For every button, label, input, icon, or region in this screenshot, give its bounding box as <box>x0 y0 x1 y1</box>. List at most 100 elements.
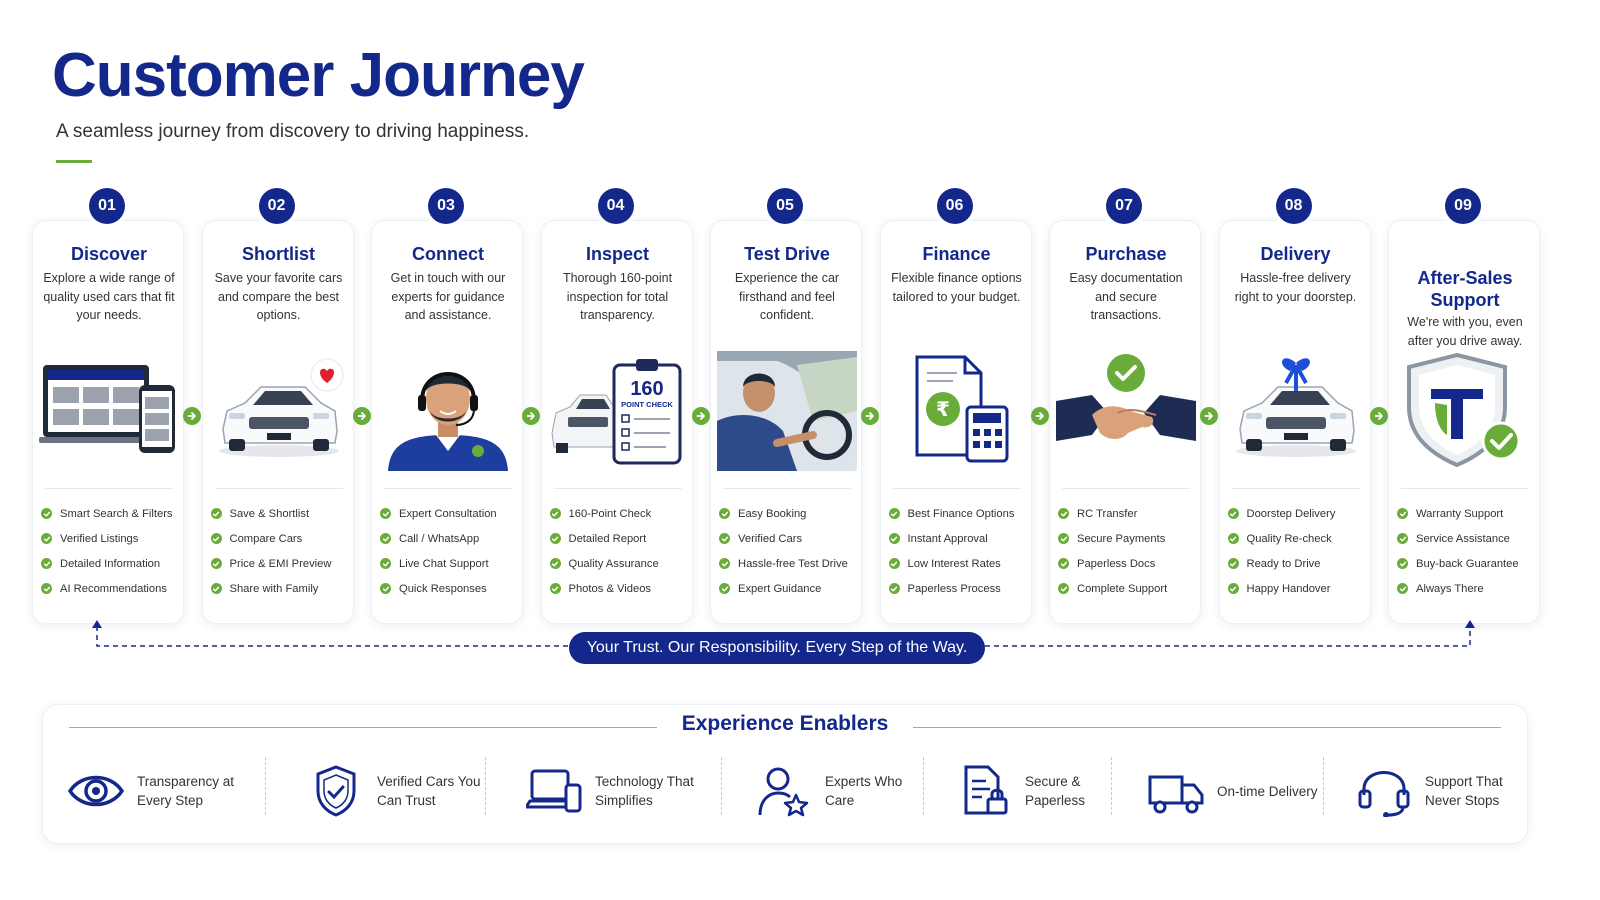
feature-label: Quick Responses <box>399 582 487 595</box>
check-icon <box>1058 583 1069 594</box>
feature-item: Happy Handover <box>1227 576 1370 601</box>
step-number-badge: 09 <box>1445 188 1481 224</box>
feature-label: RC Transfer <box>1077 507 1138 520</box>
feature-label: Paperless Process <box>907 582 1001 595</box>
experience-enablers-panel: Experience Enablers Transparency at Ever… <box>42 704 1528 844</box>
enabler-separator <box>1323 757 1324 815</box>
feature-label: Buy-back Guarantee <box>1416 557 1519 570</box>
step-title: Purchase <box>1085 244 1167 264</box>
step-arrow-icon <box>1200 407 1218 425</box>
enabler-label: Experts Who Care <box>825 774 903 808</box>
feature-item: Expert Guidance <box>719 576 861 601</box>
step-description: Flexible finance options tailored to you… <box>891 271 1022 304</box>
document-lock-icon <box>955 765 1013 817</box>
step-number-badge: 05 <box>767 188 803 224</box>
feature-label: Low Interest Rates <box>907 557 1001 570</box>
page-title: Customer Journey <box>52 41 585 110</box>
feature-label: Doorstep Delivery <box>1246 507 1336 520</box>
step-title: After-Sales Support <box>1417 268 1513 310</box>
feature-item: Detailed Report <box>549 526 692 551</box>
check-icon <box>1227 533 1239 544</box>
feature-label: 160-Point Check <box>568 507 652 520</box>
feature-item: Low Interest Rates <box>888 551 1031 576</box>
check-icon <box>549 558 561 569</box>
check-icon <box>719 508 730 519</box>
page-subtitle: A seamless journey from discovery to dri… <box>56 121 530 142</box>
feature-label: Instant Approval <box>907 532 988 545</box>
enabler-label: Transparency at Every Step <box>137 774 235 808</box>
enabler-label: Technology That Simplifies <box>595 774 694 808</box>
feature-item: Service Assistance <box>1397 526 1539 551</box>
laptop-phone-listings-icon <box>39 351 179 471</box>
step-title: Test Drive <box>744 244 830 264</box>
check-icon <box>41 583 52 594</box>
check-icon <box>380 533 391 544</box>
headset-icon <box>1355 765 1413 817</box>
feature-item: Secure Payments <box>1058 526 1200 551</box>
step-description: Thorough 160-point inspection for total … <box>562 271 673 322</box>
step-title: Shortlist <box>241 244 315 264</box>
feature-label: Always There <box>1416 582 1484 595</box>
feature-label: Secure Payments <box>1077 532 1166 545</box>
check-icon <box>1058 533 1069 544</box>
enabler-item: Secure & Paperless <box>955 763 1135 819</box>
enablers-title: Experience Enablers <box>681 712 889 735</box>
feature-label: Expert Guidance <box>738 582 822 595</box>
feature-label: Share with Family <box>229 582 319 595</box>
check-icon <box>1397 583 1408 594</box>
feature-label: Happy Handover <box>1246 582 1331 595</box>
feature-item: Always There <box>1397 576 1539 601</box>
step-number-badge: 02 <box>258 188 295 224</box>
step-number-badge: 03 <box>428 188 464 224</box>
check-icon <box>1397 533 1408 544</box>
title-accent-line <box>56 160 92 163</box>
enabler-item: Transparency at Every Step <box>67 763 247 819</box>
enablers-rule-right <box>913 727 1501 728</box>
check-icon <box>719 533 730 544</box>
enabler-separator <box>721 757 722 815</box>
shield-check-icon <box>1395 351 1535 471</box>
feature-item: Quality Re-check <box>1227 526 1370 551</box>
feature-item: Price & EMI Preview <box>210 551 353 576</box>
feature-item: Compare Cars <box>210 526 353 551</box>
check-icon <box>1397 508 1408 519</box>
step-description: Get in touch with our experts for guidan… <box>390 271 506 322</box>
check-icon <box>1227 583 1239 594</box>
check-icon <box>1227 508 1239 519</box>
step-number-badge: 01 <box>89 188 125 224</box>
feature-item: Doorstep Delivery <box>1227 501 1370 526</box>
step-divider <box>1062 488 1190 489</box>
step-divider <box>214 488 343 489</box>
svg-text:₹: ₹ <box>936 397 950 421</box>
check-icon <box>380 508 391 519</box>
step-arrow-icon <box>1369 407 1388 425</box>
rupee-document-calculator-icon: ₹ <box>887 351 1027 471</box>
check-icon <box>719 583 730 594</box>
feature-item: Easy Booking <box>719 501 861 526</box>
check-icon <box>888 533 900 544</box>
step-description: Hassle-free delivery right to your doors… <box>1234 271 1357 304</box>
check-icon <box>549 533 561 544</box>
check-icon <box>41 558 52 569</box>
enabler-label: Verified Cars You Can Trust <box>377 774 481 808</box>
enablers-rule-left <box>69 727 657 728</box>
feature-item: RC Transfer <box>1058 501 1200 526</box>
step-title: Discover <box>70 244 148 264</box>
feature-item: 160-Point Check <box>549 501 692 526</box>
check-icon <box>1058 558 1069 569</box>
enabler-label: Secure & Paperless <box>1025 774 1086 808</box>
check-icon <box>888 558 900 569</box>
step-description: Easy documentation and secure transactio… <box>1069 271 1183 322</box>
feature-item: Paperless Docs <box>1058 551 1200 576</box>
step-description: Experience the car firsthand and feel co… <box>734 271 840 322</box>
check-icon <box>210 508 222 519</box>
check-icon <box>41 508 52 519</box>
